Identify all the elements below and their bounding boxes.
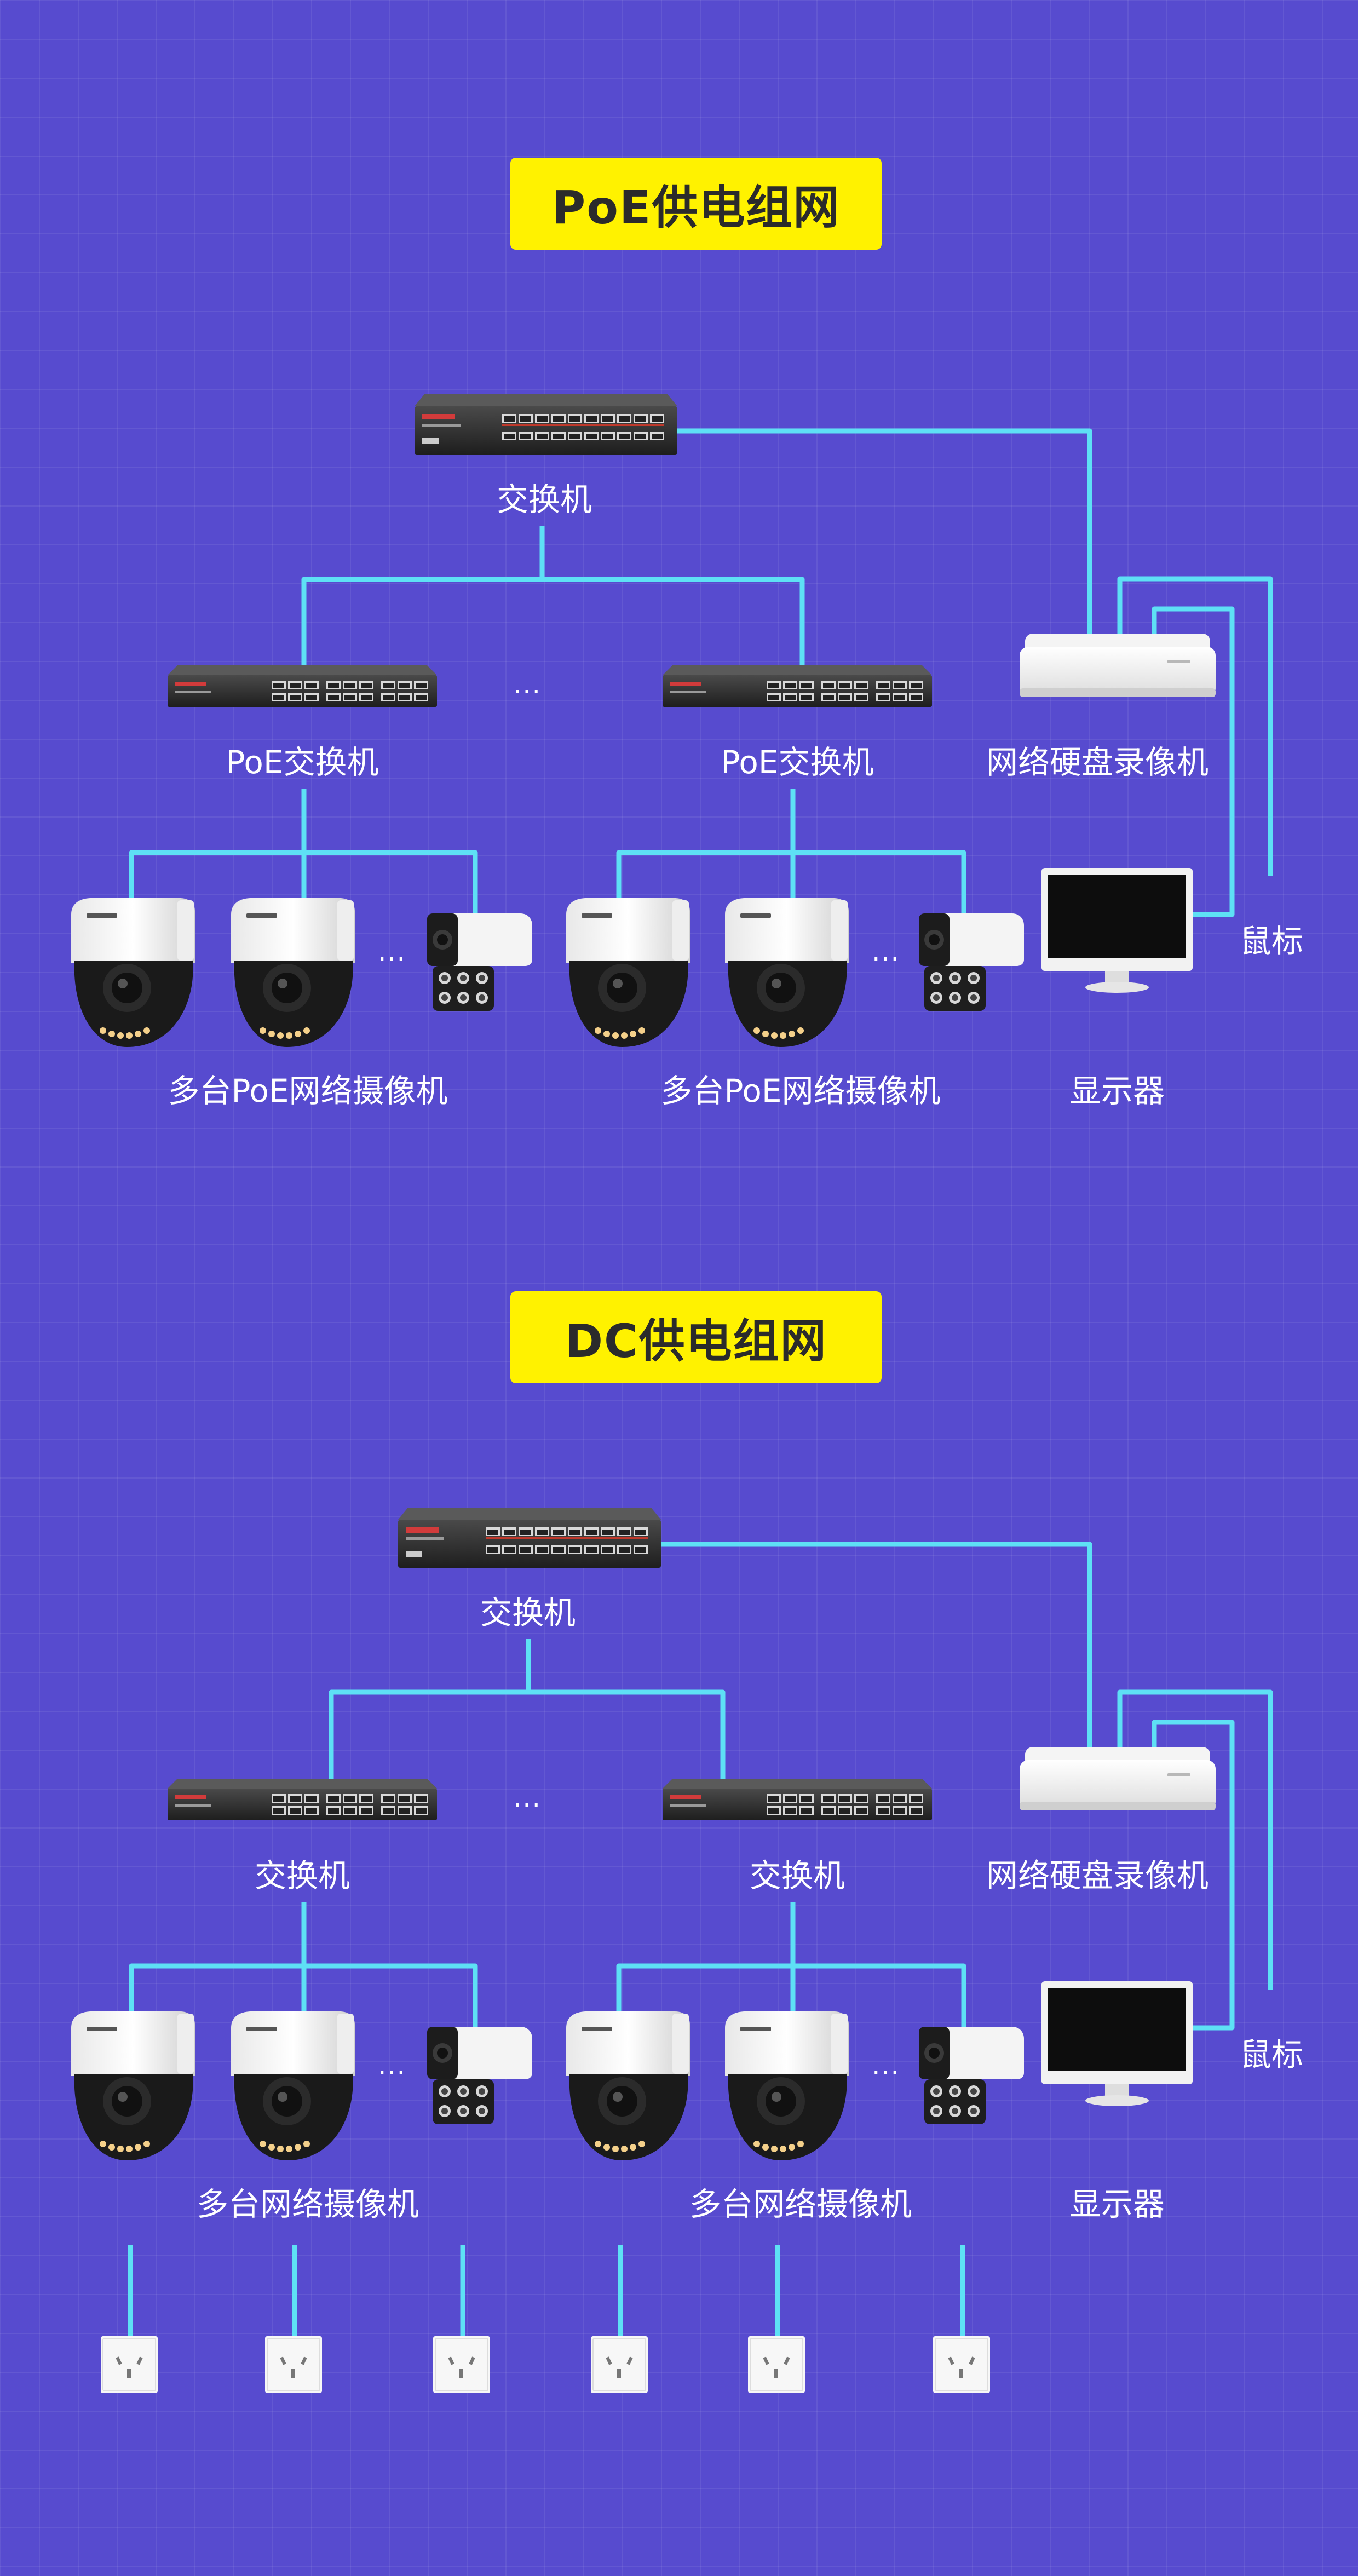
group1-camera-lines xyxy=(129,1902,478,2027)
more-switches-ellipsis: ... xyxy=(513,669,542,700)
more-cameras-ellipsis: ... xyxy=(378,936,406,967)
bullet-camera xyxy=(919,2027,1024,2124)
more-cameras-ellipsis: ... xyxy=(872,936,900,967)
more-switches-ellipsis: ... xyxy=(513,1783,542,1813)
camera-group-label: 多台PoE网络摄像机 xyxy=(660,1072,941,1109)
dome-camera xyxy=(725,2011,849,2160)
connection-lines xyxy=(128,1542,1273,2338)
power-outlet xyxy=(264,2336,323,2394)
camera-group-label: 多台网络摄像机 xyxy=(689,2186,912,2223)
dome-camera xyxy=(231,898,355,1047)
section-poe xyxy=(71,394,1273,1047)
bullet-camera xyxy=(427,2027,532,2124)
nvr-device xyxy=(1020,1747,1216,1810)
group2-camera-lines xyxy=(616,789,966,913)
monitor-device xyxy=(1041,1981,1193,2106)
section-title: PoE供电组网 xyxy=(551,180,841,234)
core-to-subswitch-line xyxy=(301,526,805,671)
monitor-label: 显示器 xyxy=(1069,1072,1165,1109)
core-to-nvr-line xyxy=(657,1542,1092,1749)
power-outlet xyxy=(433,2336,491,2394)
power-lines xyxy=(128,2245,965,2338)
dome-camera xyxy=(71,2011,195,2160)
camera-group-label: 多台网络摄像机 xyxy=(196,2186,419,2223)
group1-camera-lines xyxy=(129,789,478,913)
more-cameras-ellipsis: ... xyxy=(378,2050,406,2080)
dome-camera xyxy=(566,2011,690,2160)
sub-switch-label: PoE交换机 xyxy=(226,744,379,781)
bullet-camera xyxy=(919,913,1024,1011)
nvr-to-mouse-line xyxy=(1117,1689,1273,1990)
section-title: DC供电组网 xyxy=(565,1314,827,1368)
camera-group-label: 多台PoE网络摄像机 xyxy=(168,1072,448,1109)
monitor-device xyxy=(1041,868,1193,993)
power-outlet xyxy=(747,2336,805,2394)
sub-switch-label: 交换机 xyxy=(749,1857,845,1894)
group2-camera-lines xyxy=(616,1902,966,2027)
dome-camera xyxy=(725,898,849,1047)
more-cameras-ellipsis: ... xyxy=(872,2050,900,2080)
core-switch-label: 交换机 xyxy=(496,481,592,518)
mouse-label: 鼠标 xyxy=(1239,2036,1304,2073)
monitor-label: 显示器 xyxy=(1069,2186,1165,2223)
dome-camera xyxy=(231,2011,355,2160)
power-outlet xyxy=(590,2336,648,2394)
poe-switch-1 xyxy=(168,665,437,707)
core-switch xyxy=(398,1508,661,1568)
mouse-label: 鼠标 xyxy=(1239,923,1304,960)
sub-switch-label: PoE交换机 xyxy=(721,744,874,781)
nvr-to-monitor-line xyxy=(1152,606,1235,917)
nvr-label: 网络硬盘录像机 xyxy=(986,744,1209,781)
power-outlet xyxy=(933,2336,991,2394)
sub-switch-label: 交换机 xyxy=(254,1857,350,1894)
core-to-nvr-line xyxy=(674,428,1092,635)
section-title-badge: PoE供电组网 xyxy=(510,158,882,250)
switch-2 xyxy=(663,1779,932,1820)
nvr-to-mouse-line xyxy=(1117,576,1273,876)
core-to-subswitch-line xyxy=(329,1639,726,1784)
nvr-device xyxy=(1020,634,1216,697)
dome-camera xyxy=(566,898,690,1047)
nvr-to-monitor-line xyxy=(1152,1720,1235,2031)
bullet-camera xyxy=(427,913,532,1011)
core-switch xyxy=(415,394,677,455)
dome-camera xyxy=(71,898,195,1047)
connection-lines xyxy=(129,428,1273,917)
power-outlet xyxy=(100,2336,158,2394)
poe-switch-2 xyxy=(663,665,932,707)
core-switch-label: 交换机 xyxy=(480,1594,576,1631)
section-dc xyxy=(71,1508,1273,2394)
switch-1 xyxy=(168,1779,437,1820)
nvr-label: 网络硬盘录像机 xyxy=(986,1857,1209,1894)
section-title-badge: DC供电组网 xyxy=(510,1291,882,1383)
